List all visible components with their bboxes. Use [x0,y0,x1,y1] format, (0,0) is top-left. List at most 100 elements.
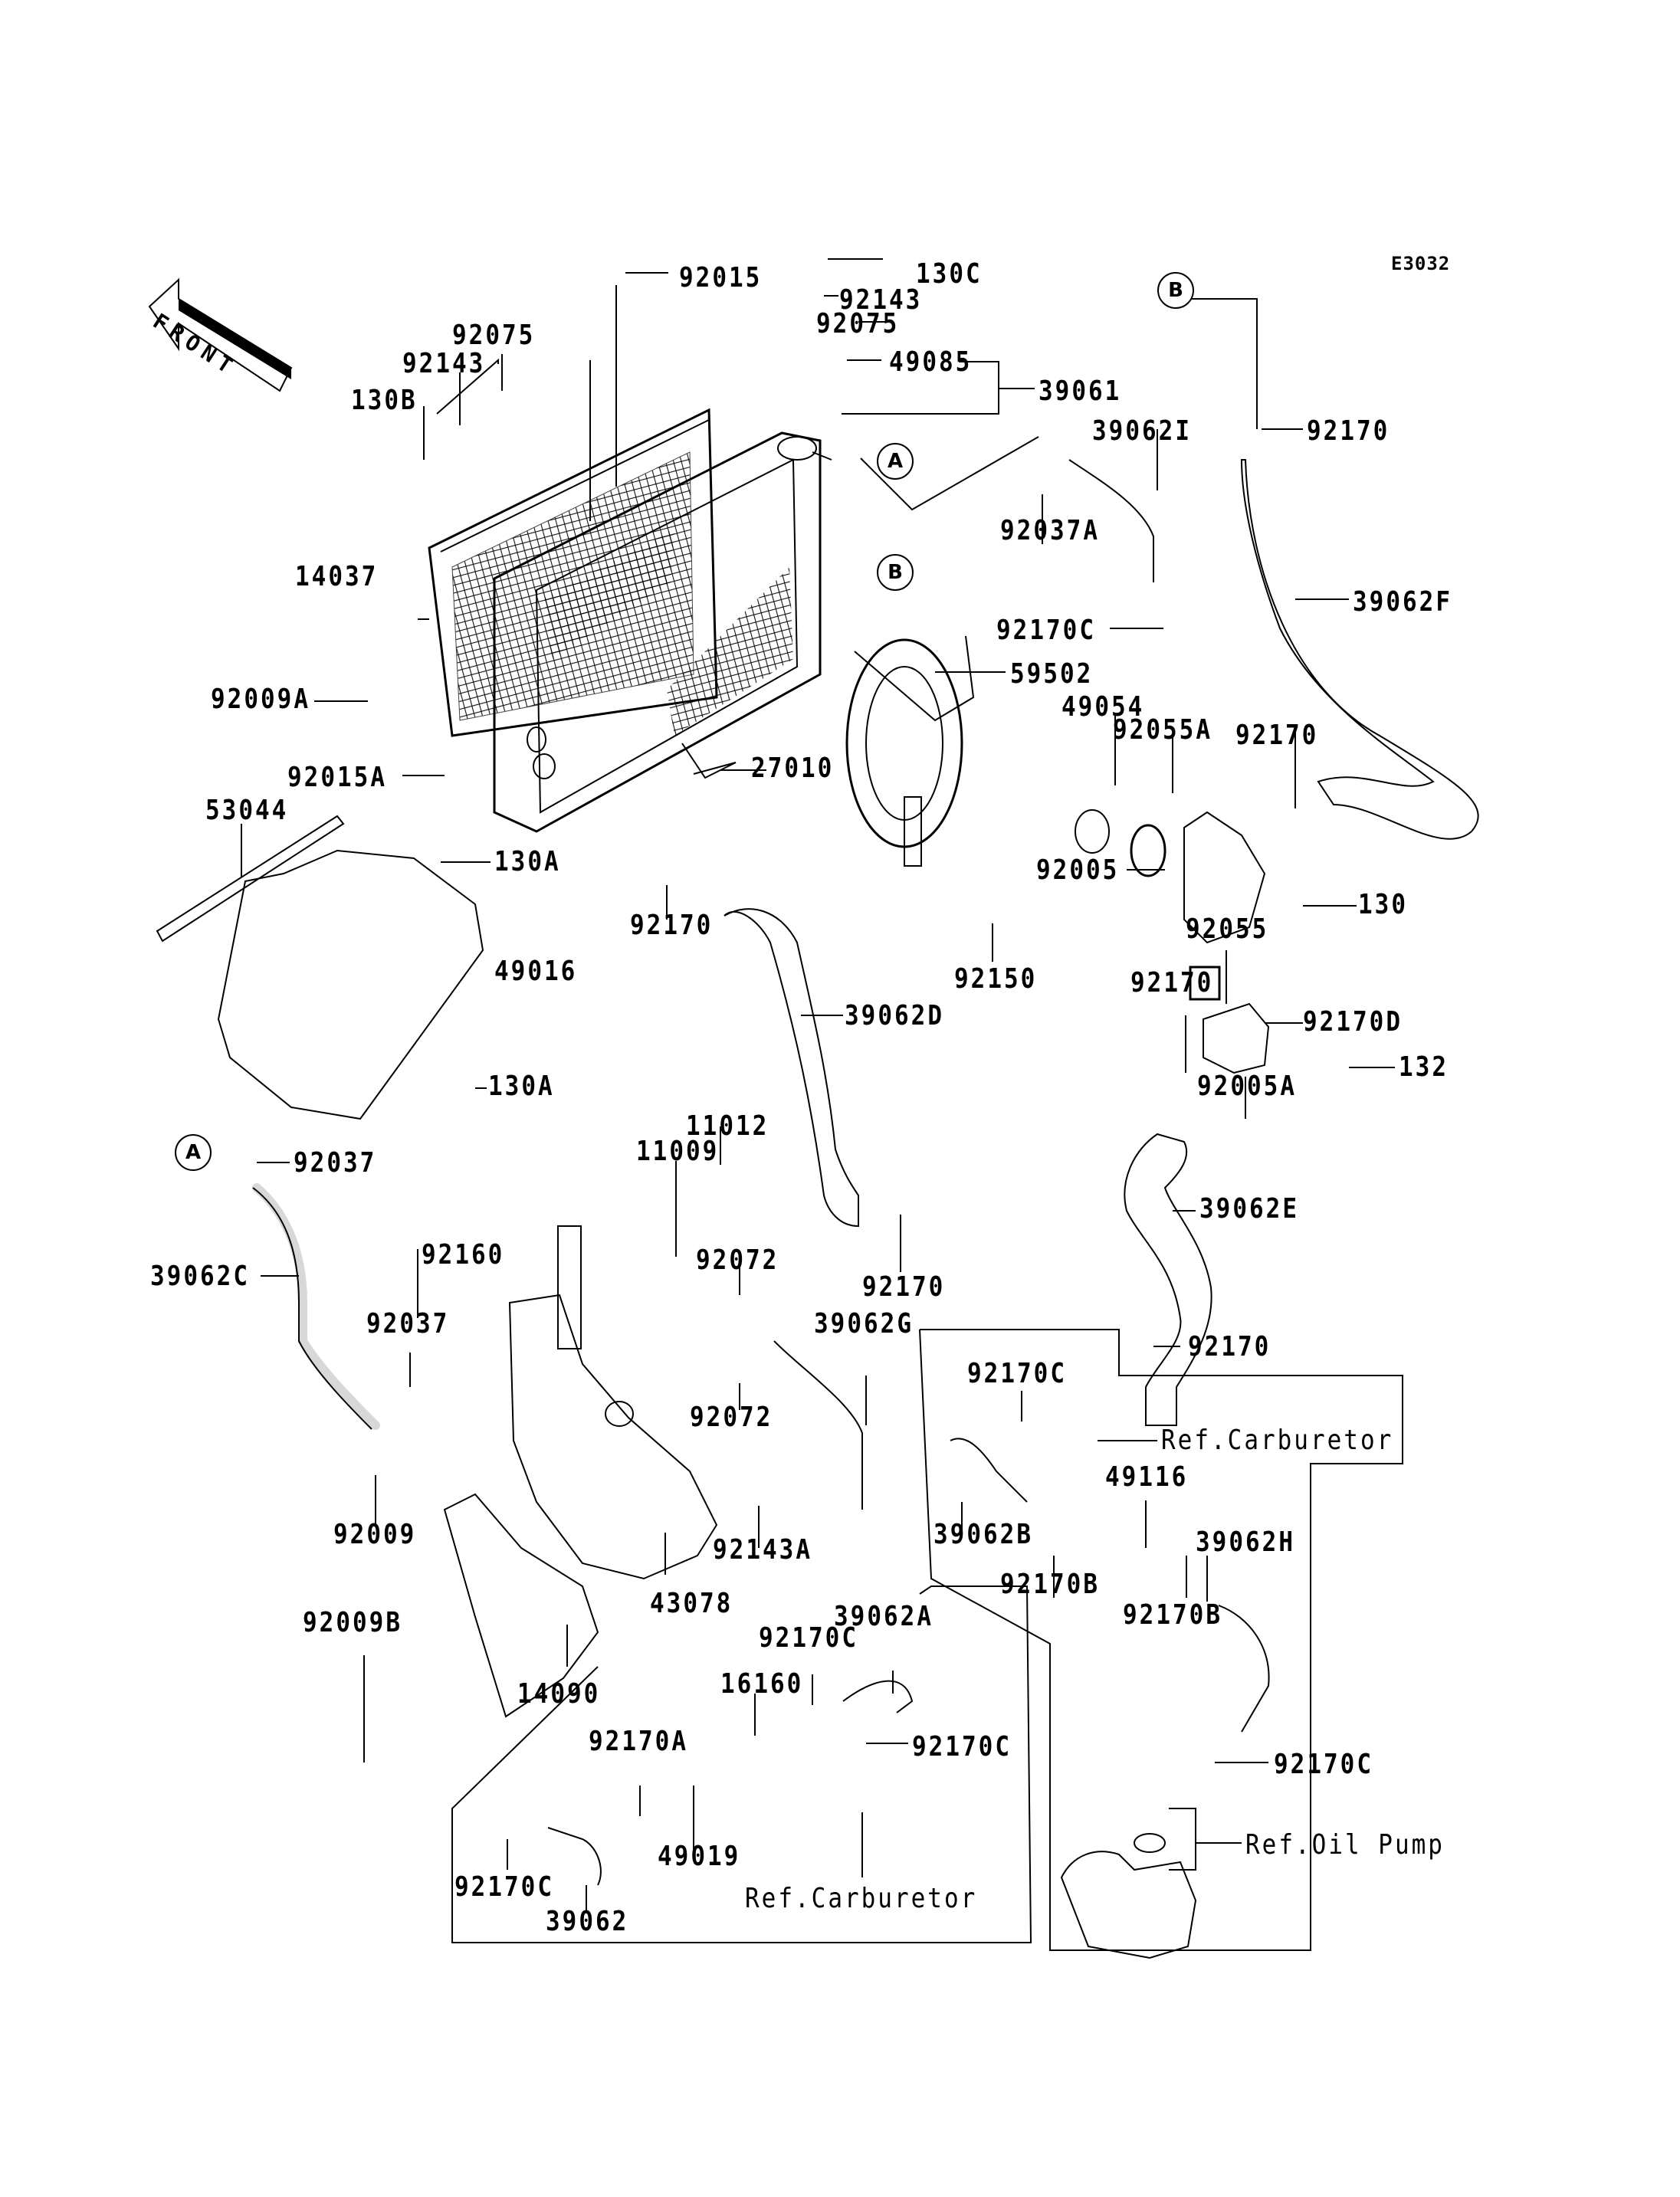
inset-box-carburetor [452,1586,1031,1943]
label-92005: 92005 [1036,854,1120,886]
label-92170C-box2: 92170C [912,1730,1012,1763]
label-49054: 49054 [1061,690,1145,723]
label-49019: 49019 [658,1840,741,1872]
label-92009B: 92009B [303,1606,402,1638]
label-14037: 14037 [295,560,379,592]
hose-39062I [1069,460,1153,582]
label-92075-left: 92075 [452,319,536,351]
label-92037: 92037 [294,1146,377,1179]
strip-53044 [157,816,343,941]
label-39062E: 39062E [1199,1192,1299,1225]
radiator-core [494,433,832,831]
label-92150: 92150 [954,962,1038,995]
hose-39062F [1242,460,1478,839]
hose-39062D [724,909,858,1226]
label-43078: 43078 [650,1587,733,1619]
label-92055A: 92055A [1113,713,1212,746]
hose-39062H [1219,1605,1269,1732]
label-92170C-r2: 92170C [1274,1748,1373,1780]
label-92170D: 92170D [1303,1005,1403,1038]
label-92170-mid: 92170 [630,909,714,941]
label-16160: 16160 [720,1667,804,1700]
hose-39062C [257,1188,376,1425]
hose-39062G [774,1341,862,1510]
label-92170B-1: 92170B [1000,1568,1100,1600]
water-pump [1061,1834,1196,1958]
label-59502: 59502 [1010,657,1094,690]
label-27010: 27010 [751,752,835,784]
label-39062G: 39062G [814,1307,914,1340]
label-92072-top: 92072 [696,1244,779,1276]
ref-carburetor-2: Ref.Carburetor [745,1882,978,1914]
label-92170-b: 92170 [1307,415,1390,447]
label-92170C-box3: 92170C [454,1871,554,1903]
label-39062C: 39062C [150,1260,250,1292]
label-53044: 53044 [205,794,289,826]
water-pipe-92005A [1190,967,1268,1073]
label-92015: 92015 [679,261,763,293]
leader-lines [241,259,1395,1912]
label-130C: 130C [916,257,983,290]
label-92143-left: 92143 [402,347,486,379]
label-92170-left2: 92170 [1130,966,1214,998]
label-49016: 49016 [494,955,578,987]
cover-49016 [218,851,483,1119]
label-92170-therm: 92170 [1235,719,1319,751]
label-92143-top: 92143 [839,284,923,316]
thermostat-housing-92005 [1075,810,1265,943]
label-39062I: 39062I [1092,415,1192,447]
hose-39062A [843,1681,912,1713]
label-39062D: 39062D [845,999,944,1031]
label-130B: 130B [351,384,418,416]
label-49085: 49085 [889,346,973,378]
callout-a-left: A [175,1134,212,1171]
label-92143A: 92143A [713,1533,812,1566]
callout-a-top: A [877,443,914,480]
label-130A-bot: 130A [488,1070,555,1102]
label-92170C-r1: 92170C [967,1357,1067,1389]
label-92170-bot: 92170 [1188,1330,1271,1362]
hose-39062E [1124,1134,1211,1425]
hose-39062 [548,1828,601,1885]
label-92170C-box1: 92170C [759,1622,858,1654]
label-92037-mid: 92037 [366,1307,450,1340]
label-39062: 39062 [546,1905,629,1937]
label-92170B-2: 92170B [1123,1599,1222,1631]
callout-b-top: B [1157,272,1194,309]
reservoir-tank-43078 [510,1226,717,1579]
tank-cover-14090 [445,1494,598,1717]
label-92005A: 92005A [1197,1070,1297,1102]
label-92009: 92009 [333,1518,417,1550]
front-arrow-icon [142,276,295,398]
label-132: 132 [1399,1051,1449,1083]
label-92160: 92160 [422,1238,505,1271]
label-39062H: 39062H [1196,1526,1295,1558]
label-39062A: 39062A [834,1600,934,1632]
label-92170-hose: 92170 [862,1271,946,1303]
label-92055: 92055 [1186,913,1269,945]
ref-carburetor-1: Ref.Carburetor [1161,1424,1394,1456]
label-49116: 49116 [1105,1461,1189,1493]
label-39062F: 39062F [1353,585,1452,618]
inset-box-oil-pump [920,1330,1403,1950]
label-92170A: 92170A [589,1725,688,1757]
label-11012: 11012 [686,1110,769,1142]
label-14090: 14090 [517,1677,601,1710]
label-92015A: 92015A [287,761,387,793]
label-130A-top: 130A [494,845,561,877]
label-11009: 11009 [636,1135,720,1167]
label-92170C-top: 92170C [996,614,1096,646]
label-92009A: 92009A [211,683,310,715]
label-130: 130 [1358,888,1408,920]
callout-b-mid: B [877,554,914,591]
label-39061: 39061 [1039,375,1122,407]
ref-oil-pump: Ref.Oil Pump [1245,1828,1445,1861]
label-92072-bot: 92072 [690,1401,773,1433]
label-39062B: 39062B [934,1518,1033,1550]
diagram-code: E3032 [1391,253,1451,274]
label-92037A: 92037A [1000,514,1100,546]
hose-39062B [950,1438,1027,1502]
cooling-fan-59502 [847,636,973,866]
label-92075-top: 92075 [816,307,900,339]
